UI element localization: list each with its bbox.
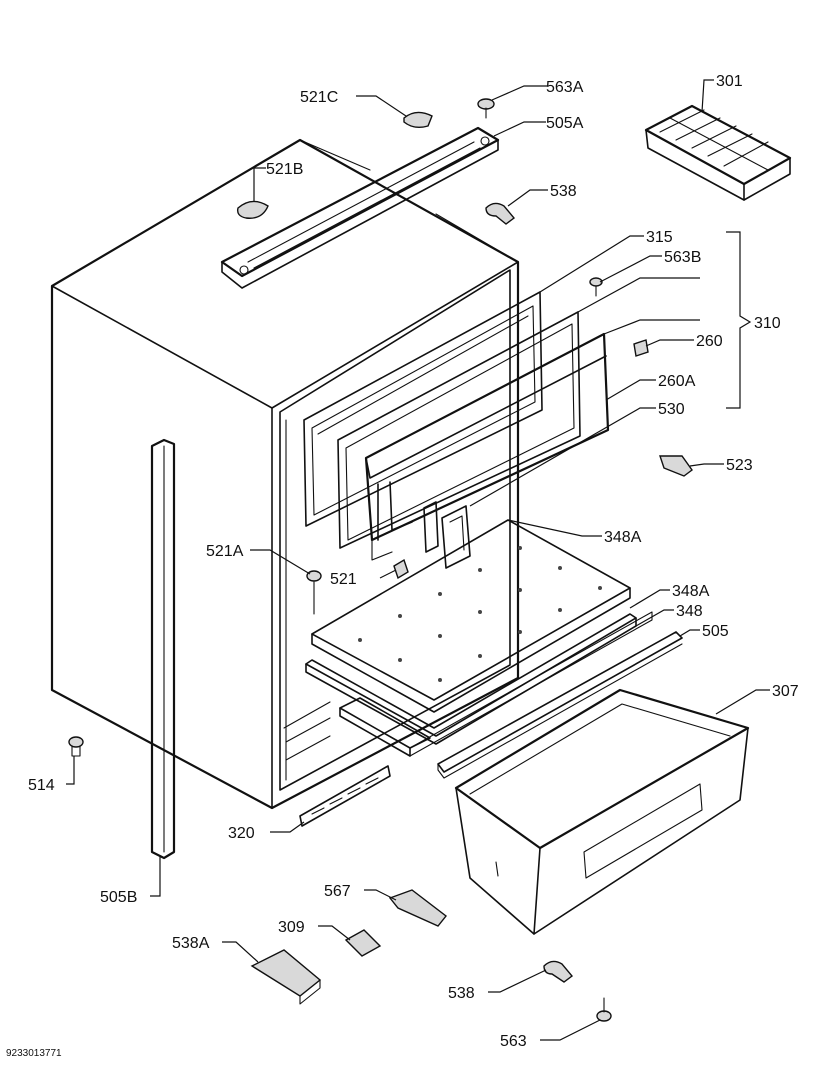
hinge-pin-538-top: [485, 202, 516, 225]
label-514: 514: [28, 777, 55, 794]
label-260A: 260A: [658, 373, 696, 390]
label-567: 567: [324, 883, 351, 900]
clip-260: [633, 339, 649, 357]
cabinet-body: [50, 138, 520, 810]
glass-shelf-lower: [305, 613, 637, 745]
cover-cap-521C: [403, 111, 433, 129]
label-521C: 521C: [300, 89, 338, 106]
label-320: 320: [228, 825, 255, 842]
catch-309: [344, 929, 382, 957]
label-309: 309: [278, 919, 305, 936]
hinge-plate-538A: [250, 949, 322, 1005]
shelf-frame: [339, 611, 653, 757]
label-538A: 538A: [172, 935, 210, 952]
freezer-door: [364, 332, 610, 561]
screw-563A: [477, 98, 495, 119]
document-number: 9233013771: [6, 1048, 62, 1059]
label-523: 523: [726, 457, 753, 474]
label-348A-mid: 348A: [672, 583, 710, 600]
group-bracket-310: [726, 231, 752, 409]
crisper-drawer: [454, 688, 750, 935]
door-stop-521: [393, 558, 409, 580]
door-hinge-part: [423, 501, 471, 569]
label-348A-top: 348A: [604, 529, 642, 546]
label-348: 348: [676, 603, 703, 620]
label-538-top: 538: [550, 183, 577, 200]
label-310: 310: [754, 315, 781, 332]
cover-cap-521B: [236, 200, 269, 219]
hinge-523: [659, 455, 693, 477]
shelf-dot-pattern: [358, 546, 602, 682]
label-563: 563: [500, 1033, 527, 1050]
top-cover-strip: [220, 126, 500, 289]
label-315: 315: [646, 229, 673, 246]
label-505A: 505A: [546, 115, 584, 132]
label-563A: 563A: [546, 79, 584, 96]
trim-strip-505: [437, 631, 683, 779]
hinge-bracket-567: [388, 889, 447, 927]
label-307: 307: [772, 683, 799, 700]
screw-563: [596, 997, 612, 1022]
vent-grille-320: [299, 765, 391, 827]
evaporator-frame: [303, 291, 543, 527]
label-521B: 521B: [266, 161, 303, 178]
hinge-pin-538-bottom: [543, 960, 574, 983]
label-301: 301: [716, 73, 743, 90]
foot-514: [68, 736, 84, 757]
label-530: 530: [658, 401, 685, 418]
label-260: 260: [696, 333, 723, 350]
screw-563B: [589, 277, 603, 297]
freezer-door-frame: [337, 311, 581, 549]
glass-shelf-upper: [311, 519, 631, 713]
label-538-bottom: 538: [448, 985, 475, 1002]
label-505: 505: [702, 623, 729, 640]
label-521A: 521A: [206, 543, 244, 560]
label-563B: 563B: [664, 249, 701, 266]
vertical-trim-505B: [150, 438, 176, 860]
label-521: 521: [330, 571, 357, 588]
leader-lines: [66, 79, 770, 1041]
label-505B: 505B: [100, 889, 137, 906]
ice-tray: [644, 104, 792, 201]
screw-set-521A: [306, 570, 322, 615]
